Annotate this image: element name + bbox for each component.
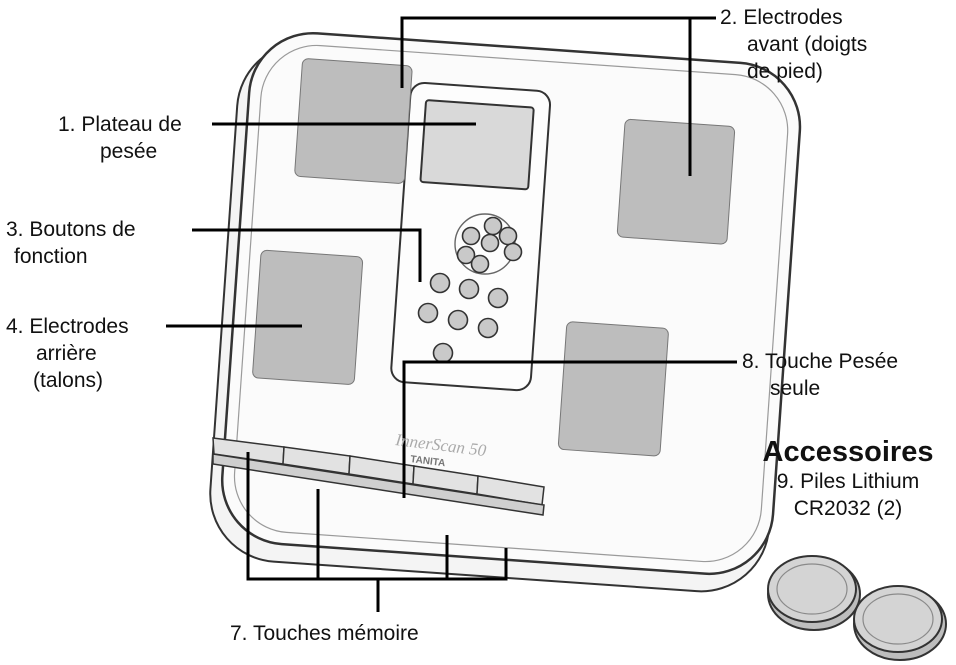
battery-1-face — [767, 555, 857, 623]
front-left-electrode — [294, 58, 413, 184]
nav-bottom-button[interactable] — [470, 254, 490, 274]
label-weighing-platform: 1. Plateau de pesée — [58, 111, 182, 165]
label-memory-keys-line1: 7. Touches mémoire — [230, 622, 419, 645]
key-5[interactable] — [447, 309, 469, 331]
label-rear-electrodes-line1: 4. Electrodes — [6, 315, 129, 338]
accessories-item-line1: 9. Piles Lithium — [776, 470, 920, 493]
accessories-item-line2: CR2032 (2) — [793, 497, 903, 520]
key-4[interactable] — [417, 302, 439, 324]
key-2[interactable] — [458, 278, 480, 300]
key-3[interactable] — [487, 287, 509, 309]
function-buttons — [417, 213, 523, 364]
battery-2-face — [853, 585, 943, 653]
label-front-electrodes-line1: 2. Electrodes — [720, 6, 843, 29]
nav-up-button[interactable] — [461, 226, 481, 246]
maker-logo: TANITA — [410, 454, 446, 469]
label-function-buttons-line1: 3. Boutons de — [6, 218, 136, 241]
nav-center-button[interactable] — [480, 233, 500, 253]
label-function-buttons: 3. Boutons de fonction — [6, 216, 136, 270]
label-weight-only-key-line2: seule — [770, 377, 821, 400]
coin-batteries — [767, 555, 947, 661]
nav-top-button[interactable] — [483, 216, 503, 236]
label-function-buttons-line2: fonction — [14, 245, 88, 268]
leader-front-electrodes — [400, 16, 692, 176]
memory-key-5[interactable] — [212, 453, 545, 516]
display-screen — [419, 99, 535, 191]
accessories-section: Accessoires 9. Piles Lithium CR2032 (2) — [748, 436, 948, 522]
scale-inner-rim — [233, 44, 789, 563]
label-weight-only-key-line1: 8. Touche Pesée — [742, 350, 899, 373]
rear-right-electrode — [557, 321, 669, 457]
key-1[interactable] — [429, 272, 451, 294]
nav-left-button[interactable] — [456, 245, 476, 265]
battery-1-rim — [776, 563, 848, 615]
nav-right-button[interactable] — [498, 226, 518, 246]
label-rear-electrodes-line2: arrière — [36, 342, 97, 365]
key-6[interactable] — [477, 317, 499, 339]
leader-lines — [166, 16, 737, 612]
label-weighing-platform-line2: pesée — [100, 140, 158, 163]
key-7[interactable] — [432, 342, 454, 364]
memory-key-strip — [212, 437, 545, 516]
front-right-electrode — [616, 118, 736, 245]
label-weight-only-key: 8. Touche Pesée seule — [742, 348, 898, 402]
leader-weight-only-key — [402, 360, 737, 498]
label-rear-electrodes: 4. Electrodes arrière (talons) — [6, 313, 129, 394]
label-front-electrodes: 2. Electrodes avant (doigts de pied) — [720, 4, 867, 85]
leader-function-buttons — [192, 228, 422, 282]
label-weighing-platform-line1: 1. Plateau de — [58, 113, 182, 136]
accessories-heading: Accessoires — [762, 436, 934, 468]
battery-2-rim — [862, 593, 934, 645]
nav-down-button[interactable] — [503, 242, 523, 262]
label-memory-keys: 7. Touches mémoire — [230, 620, 419, 647]
label-front-electrodes-line2: avant (doigts — [747, 33, 868, 56]
rear-left-electrode — [252, 249, 364, 385]
label-front-electrodes-line3: de pied) — [747, 60, 823, 83]
label-rear-electrodes-line3: (talons) — [33, 369, 104, 392]
scale — [209, 31, 802, 593]
